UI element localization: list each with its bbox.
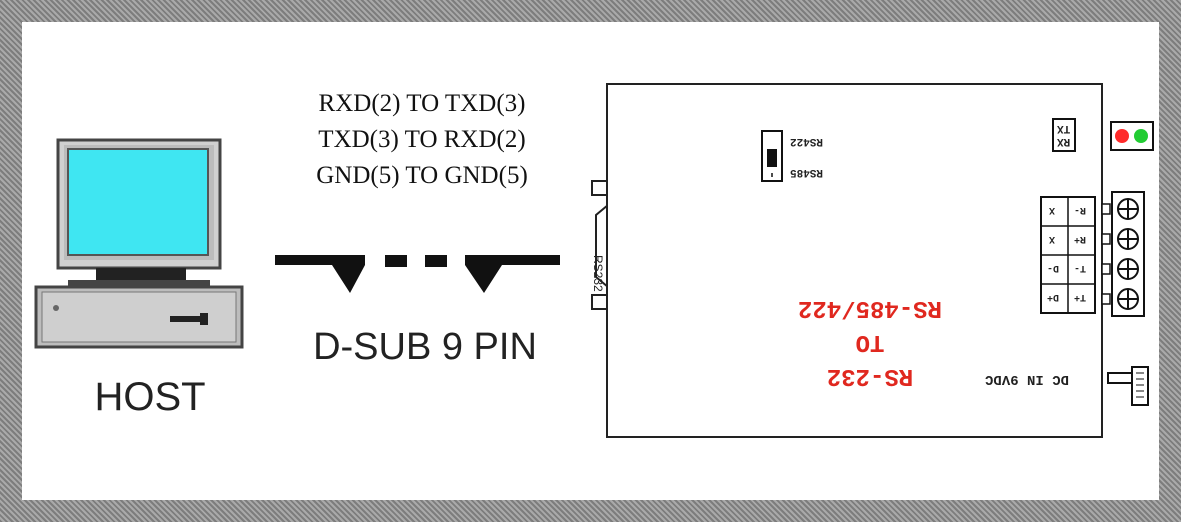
led-label-tx: TX bbox=[1057, 122, 1071, 134]
host-label: HOST bbox=[94, 375, 206, 419]
power-input-label: DC IN 9VDC bbox=[985, 371, 1070, 387]
terminal-label: T+ bbox=[1074, 291, 1087, 302]
terminal-label-grid bbox=[1040, 196, 1096, 314]
led-label-box bbox=[1052, 118, 1076, 152]
power-jack-icon[interactable] bbox=[1106, 363, 1154, 409]
converter-device bbox=[606, 83, 1103, 438]
terminal-label: T- bbox=[1074, 262, 1087, 273]
host-computer-icon bbox=[34, 138, 244, 349]
title-line: RS-485/422 bbox=[797, 294, 943, 321]
title-line: TO bbox=[855, 328, 885, 355]
terminal-label: X bbox=[1049, 233, 1056, 244]
rx-led bbox=[1134, 129, 1148, 143]
wiring-line: TXD(3) TO RXD(2) bbox=[318, 126, 526, 153]
title-line: RS-232 bbox=[826, 362, 914, 389]
mode-switch-icon[interactable] bbox=[760, 129, 784, 183]
terminal-label: D+ bbox=[1047, 291, 1060, 302]
wiring-line: RXD(2) TO TXD(3) bbox=[318, 90, 526, 117]
connector-label: D-SUB 9 PIN bbox=[313, 326, 537, 368]
converter-title: RS-232 TO RS-485/422 bbox=[760, 290, 980, 392]
tx-led bbox=[1115, 129, 1129, 143]
status-leds-icon bbox=[1110, 121, 1154, 151]
terminal-label: X bbox=[1049, 204, 1056, 215]
wiring-line: GND(5) TO GND(5) bbox=[316, 162, 528, 189]
terminal-label: R+ bbox=[1074, 233, 1087, 244]
cable-connection-icon bbox=[275, 255, 560, 293]
screw-terminal-block-icon[interactable] bbox=[1100, 190, 1148, 320]
wiring-list: RXD(2) TO TXD(3) TXD(3) TO RXD(2) GND(5)… bbox=[262, 86, 582, 194]
switch-option-rs422: RS422 bbox=[790, 135, 824, 147]
rs232-port-label: RS232 bbox=[591, 255, 605, 292]
host-screen bbox=[67, 148, 209, 256]
led-label-rx: RX bbox=[1057, 135, 1071, 147]
terminal-label: R- bbox=[1074, 204, 1087, 215]
switch-option-rs485: RS485 bbox=[790, 166, 824, 178]
terminal-label: D- bbox=[1047, 262, 1060, 273]
